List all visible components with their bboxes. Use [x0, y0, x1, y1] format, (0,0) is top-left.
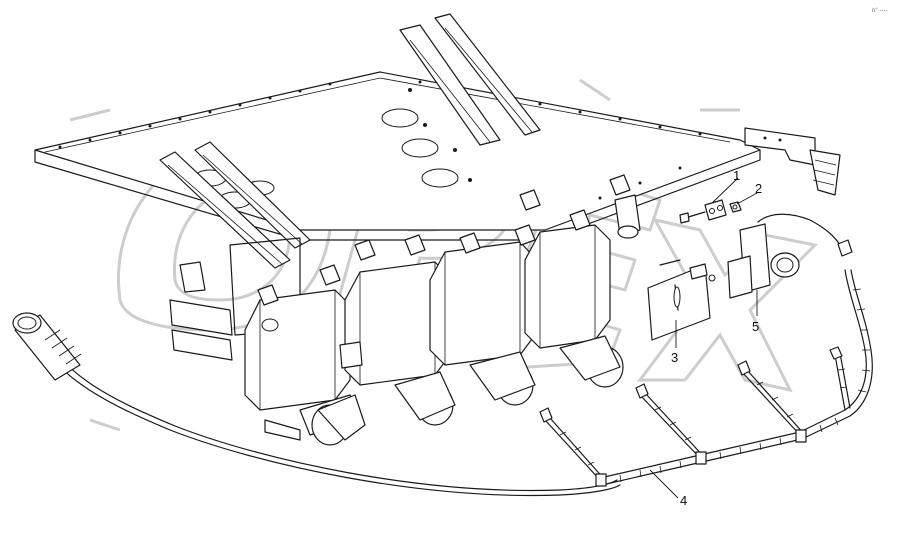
metering-unit-3 [429, 241, 536, 406]
top-plate [34, 71, 761, 241]
top-rails [159, 13, 541, 269]
corner-mark: n° ---- [872, 8, 887, 14]
callout-2: 2 [755, 181, 762, 196]
edge-bolts [58, 80, 702, 200]
callout-1: 1 [733, 168, 740, 183]
callout-5: 5 [752, 319, 759, 334]
metering-unit-4 [524, 224, 624, 388]
connector-plug [12, 312, 82, 381]
part-4-wiring-harness [34, 269, 873, 497]
housing-clips [257, 174, 631, 306]
callout-4: 4 [680, 493, 687, 508]
harness-ribs [619, 288, 871, 483]
callout-3: 3 [671, 350, 678, 365]
part-5-sensor [727, 213, 853, 299]
part-1-bolt-bracket [679, 199, 727, 224]
rear-bracket [744, 127, 841, 196]
drive-shaft [614, 194, 641, 239]
callouts: 1 2 3 4 5 [649, 168, 762, 508]
branch-ribs [559, 368, 848, 466]
metering-unit-1 [244, 289, 366, 446]
part-2-nut [729, 201, 742, 213]
part-3-sensor-plate [647, 259, 716, 341]
